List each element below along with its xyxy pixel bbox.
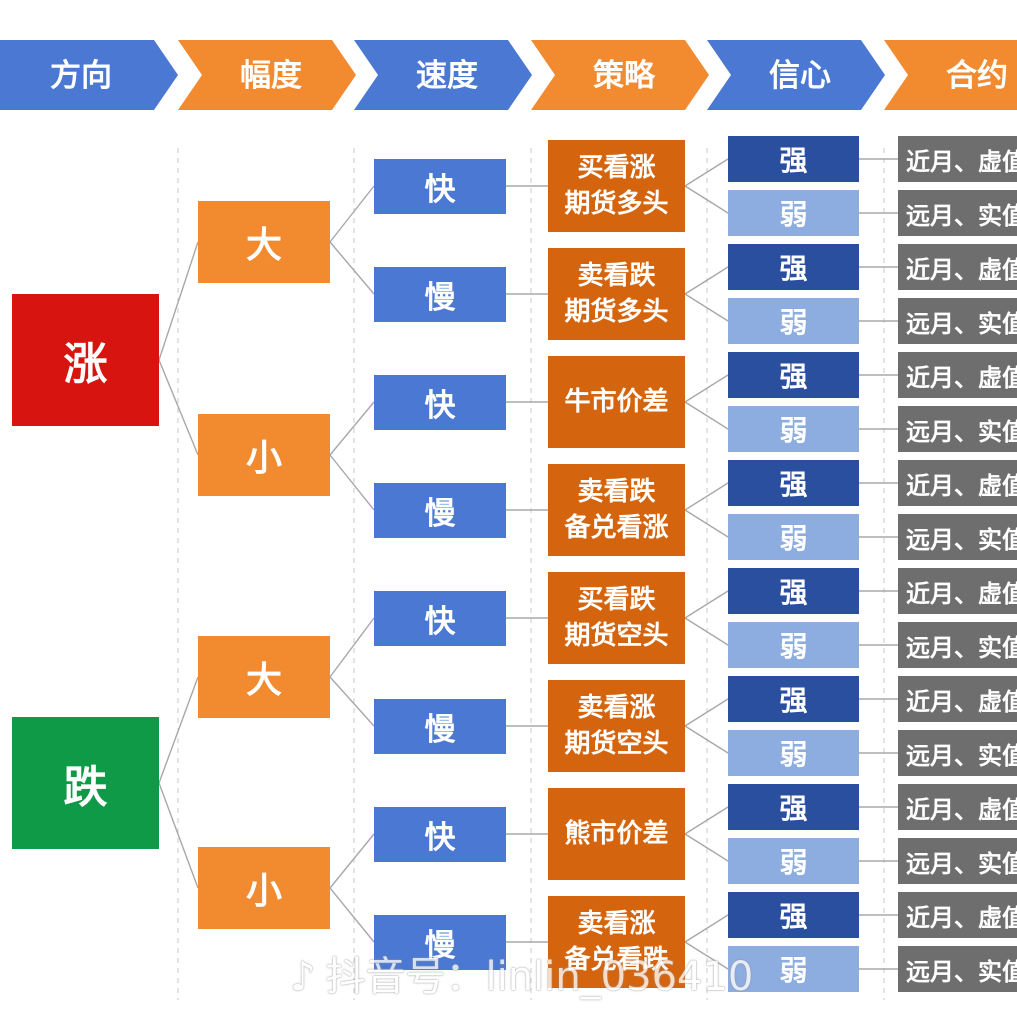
direction-down-node: 跌: [12, 717, 159, 849]
confidence-weak-node: 弱: [728, 730, 859, 776]
speed-fast-node: 快: [374, 158, 506, 214]
confidence-strong-node: 强: [728, 244, 859, 290]
strategy-node: 卖看涨 备兑看跌: [548, 896, 685, 988]
header-strategy-chevron: [531, 40, 709, 110]
connector-line: [684, 833, 729, 862]
contract-node: 近月、虚值: [898, 244, 1017, 290]
speed-fast-node: 快: [374, 374, 506, 430]
header-confidence-chevron: [707, 40, 885, 110]
confidence-weak-node: 弱: [728, 946, 859, 992]
contract-node: 近月、虚值: [898, 568, 1017, 614]
strategy-node: 熊市价差: [548, 788, 685, 880]
confidence-weak-node: 弱: [728, 190, 859, 236]
connector-line: [158, 676, 199, 784]
connector-line: [684, 914, 729, 943]
connector-line: [684, 293, 729, 322]
header-amplitude: 幅度: [240, 58, 302, 94]
connector-line: [158, 782, 199, 889]
header-direction-chevron: [0, 40, 178, 110]
connector-line: [684, 401, 729, 430]
confidence-strong-node: 强: [728, 136, 859, 182]
confidence-weak-node: 弱: [728, 838, 859, 884]
confidence-strong-node: 强: [728, 352, 859, 398]
header-speed: 速度: [416, 58, 478, 94]
connector-line: [684, 698, 729, 727]
header-amplitude-chevron: [178, 40, 356, 110]
confidence-weak-node: 弱: [728, 406, 859, 452]
connector-line: [329, 185, 375, 243]
strategy-node: 卖看跌 期货多头: [548, 248, 685, 340]
connector-line: [158, 359, 199, 456]
amplitude-small-node: 小: [198, 847, 330, 929]
confidence-strong-node: 强: [728, 892, 859, 938]
header-contract-chevron: [884, 40, 1017, 110]
douyin-logo-icon: ♪: [290, 954, 316, 1000]
connector-line: [684, 941, 729, 970]
direction-up-node: 涨: [12, 294, 159, 426]
strategy-node: 买看涨 期货多头: [548, 140, 685, 232]
header-speed-chevron: [354, 40, 532, 110]
connector-line: [329, 617, 375, 678]
contract-node: 远月、实值: [898, 946, 1017, 992]
contract-node: 近月、虚值: [898, 892, 1017, 938]
contract-node: 近月、虚值: [898, 460, 1017, 506]
amplitude-large-node: 大: [198, 201, 330, 283]
strategy-node: 卖看涨 期货空头: [548, 680, 685, 772]
confidence-weak-node: 弱: [728, 514, 859, 560]
connector-line: [329, 887, 375, 943]
connector-line: [684, 266, 729, 295]
contract-node: 近月、虚值: [898, 784, 1017, 830]
strategy-node: 牛市价差: [548, 356, 685, 448]
contract-node: 远月、实值: [898, 730, 1017, 776]
connector-line: [684, 617, 729, 646]
connector-line: [329, 454, 375, 511]
confidence-weak-node: 弱: [728, 622, 859, 668]
confidence-strong-node: 强: [728, 460, 859, 506]
connector-line: [684, 806, 729, 835]
speed-slow-node: 慢: [374, 482, 506, 538]
strategy-node: 卖看跌 备兑看涨: [548, 464, 685, 556]
contract-node: 远月、实值: [898, 622, 1017, 668]
header-direction: 方向: [50, 58, 112, 94]
connector-line: [684, 590, 729, 619]
header-strategy: 策略: [593, 58, 656, 94]
header-row: 方向 幅度 速度 策略 信心 合约: [0, 40, 1017, 110]
connector-line: [684, 185, 729, 214]
connector-line: [158, 241, 199, 361]
confidence-strong-node: 强: [728, 676, 859, 722]
confidence-strong-node: 强: [728, 568, 859, 614]
amplitude-small-node: 小: [198, 414, 330, 496]
connector-line: [329, 401, 375, 456]
amplitude-large-node: 大: [198, 636, 330, 718]
contract-node: 远月、实值: [898, 190, 1017, 236]
connector-line: [684, 482, 729, 511]
connector-line: [329, 676, 375, 727]
strategy-node: 买看跌 期货空头: [548, 572, 685, 664]
contract-node: 近月、虚值: [898, 136, 1017, 182]
header-contract: 合约: [946, 58, 1008, 94]
contract-node: 远月、实值: [898, 406, 1017, 452]
connector-line: [684, 374, 729, 403]
confidence-weak-node: 弱: [728, 298, 859, 344]
header-confidence: 信心: [769, 58, 831, 94]
connector-line: [684, 725, 729, 754]
confidence-strong-node: 强: [728, 784, 859, 830]
speed-fast-node: 快: [374, 806, 506, 862]
contract-node: 近月、虚值: [898, 676, 1017, 722]
watermark: ♪抖音号：linlin_036410: [290, 954, 754, 1000]
speed-slow-node: 慢: [374, 266, 506, 322]
connector-line: [329, 241, 375, 295]
speed-slow-node: 慢: [374, 698, 506, 754]
contract-node: 远月、实值: [898, 298, 1017, 344]
connector-lines: [158, 158, 898, 970]
contract-node: 远月、实值: [898, 514, 1017, 560]
contract-node: 远月、实值: [898, 838, 1017, 884]
connector-line: [684, 509, 729, 538]
contract-node: 近月、虚值: [898, 352, 1017, 398]
speed-fast-node: 快: [374, 590, 506, 646]
connector-line: [329, 833, 375, 889]
speed-slow-node: 慢: [374, 914, 506, 970]
connector-line: [684, 158, 729, 187]
